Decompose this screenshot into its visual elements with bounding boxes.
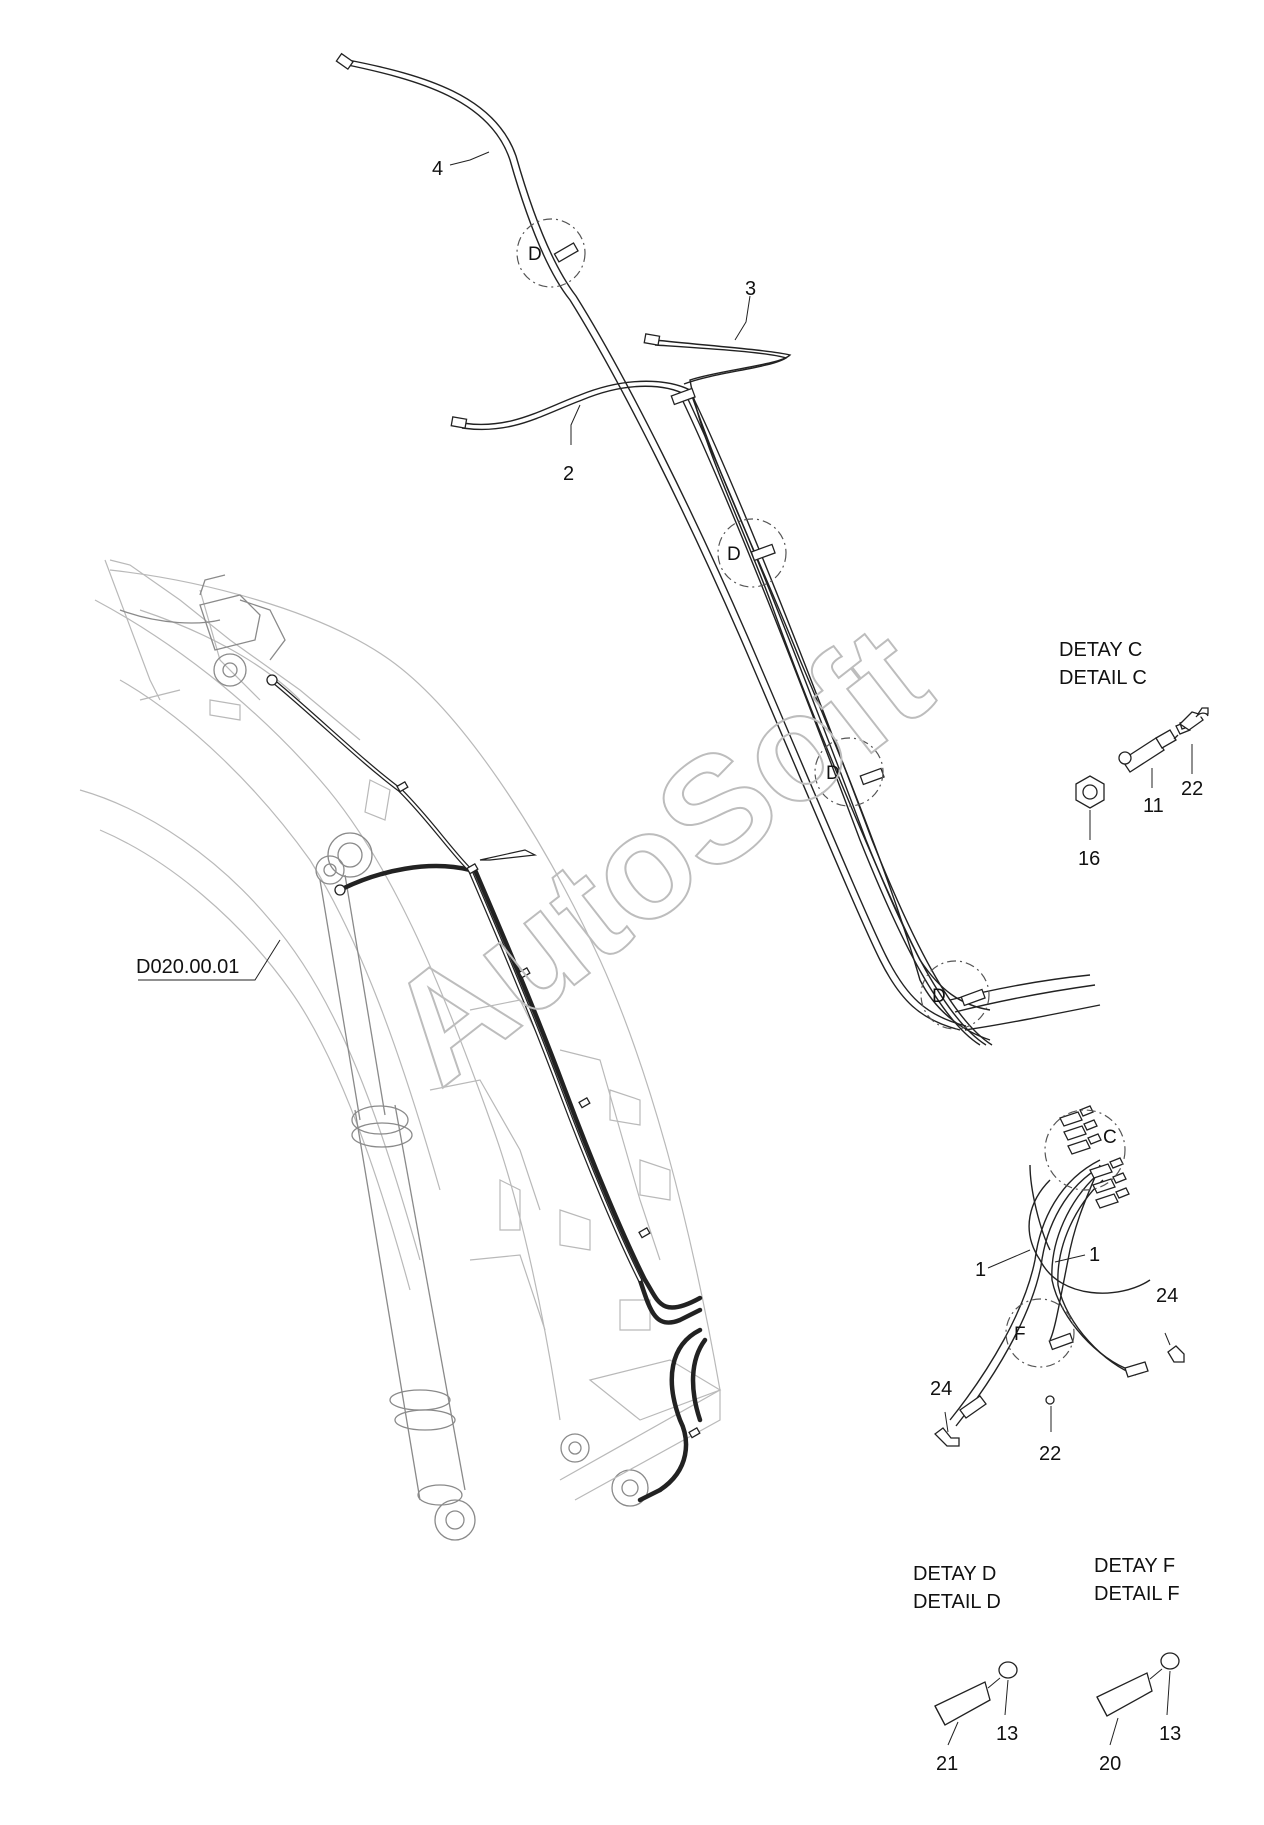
callout-part-13-f: 13 bbox=[1159, 1723, 1181, 1745]
boom-structure bbox=[79, 559, 722, 1507]
detail-circles: D D D D C F bbox=[516, 218, 1126, 1368]
callout-part-16: 16 bbox=[1078, 848, 1100, 870]
callout-hose-1b: 1 bbox=[1089, 1244, 1100, 1266]
watermark: AutoSoft bbox=[356, 593, 958, 1115]
detail-d-title-en: DETAIL D bbox=[913, 1591, 1001, 1613]
detail-titles: DETAY C DETAIL C DETAY D DETAIL D DETAY … bbox=[913, 639, 1180, 1613]
callout-hose-2: 2 bbox=[563, 463, 574, 485]
detail-f-title-en: DETAIL F bbox=[1094, 1583, 1180, 1605]
detail-c-title-tr: DETAY C bbox=[1059, 639, 1142, 661]
callout-part-22-c: 22 bbox=[1181, 778, 1203, 800]
callout-hose-1a: 1 bbox=[975, 1259, 986, 1281]
callout-part-11: 11 bbox=[1143, 795, 1164, 817]
callout-hose-3: 3 bbox=[745, 278, 756, 300]
callout-part-13-d: 13 bbox=[996, 1723, 1018, 1745]
callout-part-22-f: 22 bbox=[1039, 1443, 1061, 1465]
callout-part-20: 20 bbox=[1099, 1753, 1121, 1775]
detail-c-parts bbox=[1075, 707, 1209, 809]
detail-circle-d2: D bbox=[727, 544, 741, 565]
detail-circle-c: C bbox=[1103, 1127, 1117, 1148]
detail-circle-d1: D bbox=[528, 244, 542, 265]
detail-circle-d3: D bbox=[826, 763, 840, 784]
boom-cylinder bbox=[315, 855, 476, 1541]
hose-assembly bbox=[335, 52, 1185, 1447]
detail-circle-d4: D bbox=[932, 986, 946, 1007]
detail-f-parts bbox=[1096, 1652, 1180, 1717]
detail-d-title-tr: DETAY D bbox=[913, 1563, 996, 1585]
leader-lines bbox=[138, 151, 1193, 1746]
detail-circle-f: F bbox=[1014, 1324, 1026, 1345]
callout-part-24-bottom: 24 bbox=[930, 1378, 952, 1400]
detail-f-title-tr: DETAY F bbox=[1094, 1555, 1175, 1577]
callouts: 4 3 2 1 1 11 22 16 24 24 22 21 13 20 13 bbox=[432, 158, 1203, 1775]
callout-part-21: 21 bbox=[936, 1753, 958, 1775]
detail-c-title-en: DETAIL C bbox=[1059, 667, 1147, 689]
callout-hose-4: 4 bbox=[432, 158, 443, 180]
callout-part-24-top: 24 bbox=[1156, 1285, 1178, 1307]
reference-label: D020.00.01 bbox=[136, 956, 239, 978]
boom-hoses bbox=[266, 674, 708, 1503]
detail-d-parts bbox=[934, 1661, 1018, 1726]
